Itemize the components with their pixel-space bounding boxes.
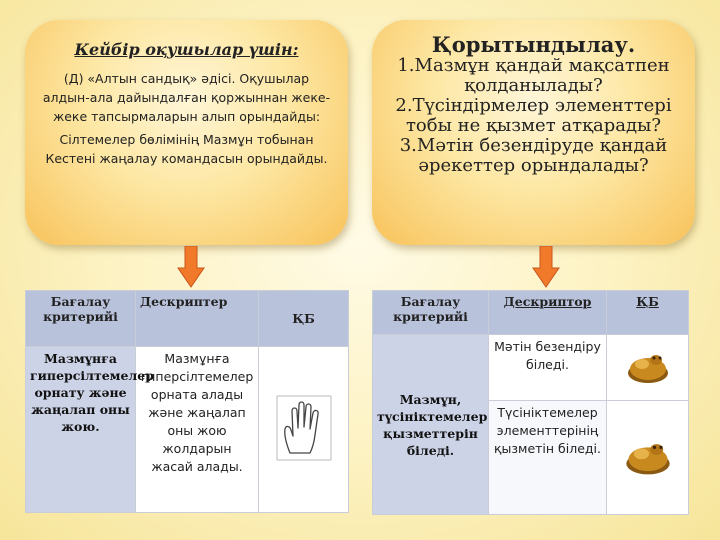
kb-cell-2 [606,400,689,515]
down-arrow-icon [177,246,205,288]
assessment-table-right: Бағалау критерийі Дескриптор ҚБ Мазмұн, … [372,290,689,515]
header-kb: ҚБ [258,290,349,347]
criterion-cell: Мазмұн, түсініктемелер қызметтерін білед… [372,334,489,515]
kb-cell [258,346,349,513]
header-descriptor: Дескриптер [135,290,259,347]
left-note-para1: (Д) «Алтын сандық» әдісі. Оқушылар алдын… [42,71,331,124]
header-criterion: Бағалау критерийі [372,290,489,335]
criterion-cell: Мазмұнға гиперсілтемелер орнату және жаң… [25,346,154,513]
header-descriptor: Дескриптор [488,290,607,335]
down-arrow-icon [532,246,560,288]
left-note-para2: Сілтемелер бөлімінің Мазмұн тобынан Кест… [45,132,328,166]
assessment-table-left: Бағалау критерийі Дескриптер ҚБ Мазмұнға… [25,290,349,513]
summary-question-3: 3.Мәтін безендіруде қандай әрекеттер оры… [399,135,668,176]
summary-question-1: 1.Мазмұн қандай мақсатпен қолданылады? [397,55,670,96]
hand-icon [276,395,331,460]
summary-question-2: 2.Түсіндірмелер элементтері тобы не қызм… [395,95,672,136]
gold-toad-icon [627,354,668,383]
kb-cell-1 [606,334,689,401]
left-note-title: Кейбір оқушылар үшін: [74,40,299,59]
summary-title: Қорытындылау. [431,32,636,57]
left-note-box: Кейбір оқушылар үшін: (Д) «Алтын сандық»… [25,20,348,245]
gold-toad-icon [625,443,670,474]
descriptor-cell: Мазмұнға гиперсілтемелер орната алады жә… [135,346,259,513]
header-criterion: Бағалау критерийі [25,290,136,347]
descriptor-cell-2: Түсініктемелер элементтерінің қызметін б… [488,400,607,515]
summary-box: Қорытындылау. 1.Мазмұн қандай мақсатпен … [372,20,695,245]
header-kb: ҚБ [606,290,689,335]
descriptor-cell-1: Мәтін безендіру біледі. [488,334,607,401]
